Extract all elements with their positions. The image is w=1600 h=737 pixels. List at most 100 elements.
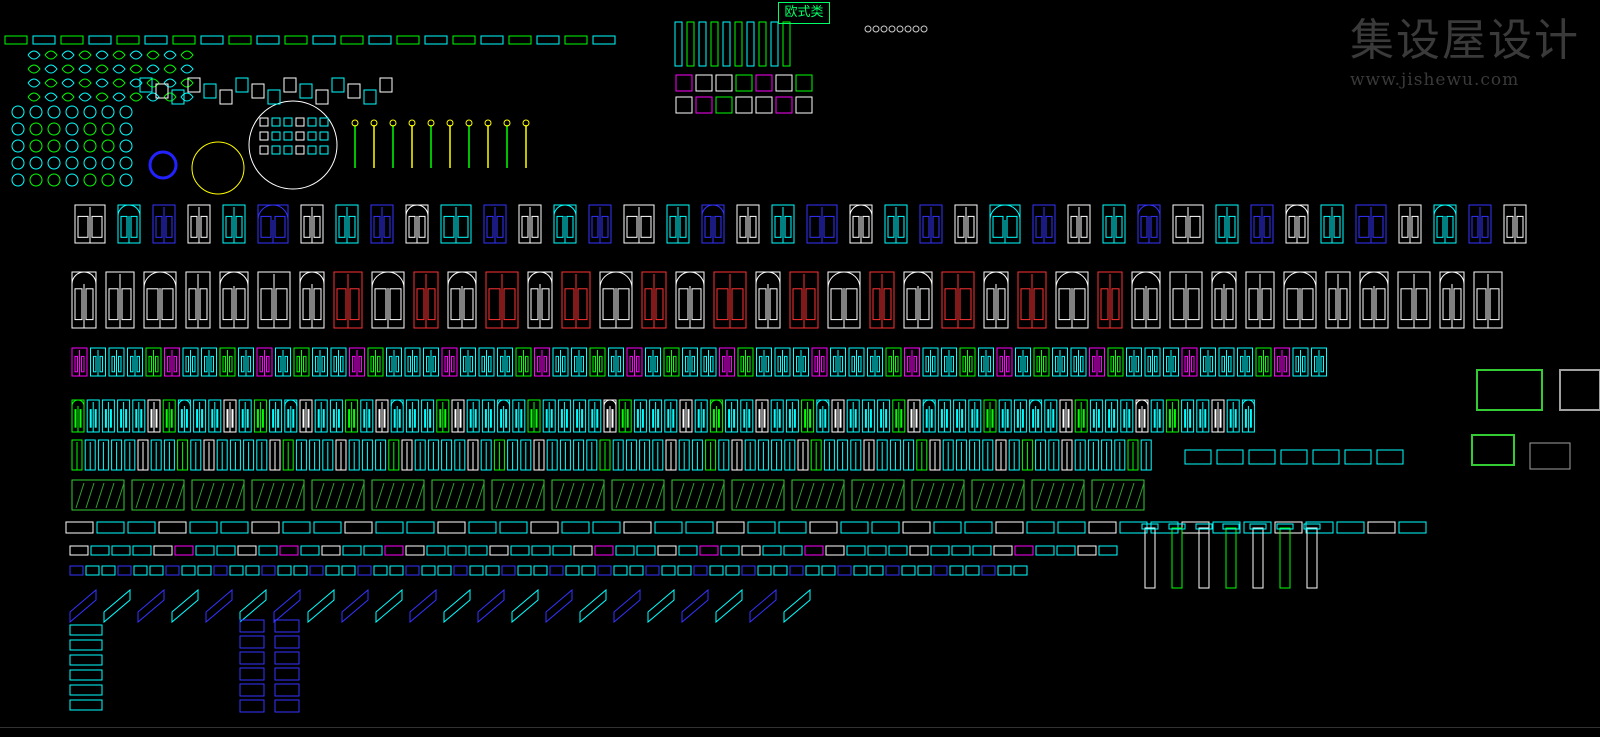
glass-hatch (455, 482, 465, 509)
entrance-door-panel-r (919, 288, 930, 321)
bead-ornament (872, 25, 880, 33)
glass-hatch (345, 482, 355, 509)
railing-segment (1274, 521, 1303, 534)
window-panel-l (77, 215, 89, 238)
door-panel-panel-l (1108, 409, 1111, 428)
door-panel-panel-l (74, 409, 77, 428)
glass-hatch (565, 482, 575, 509)
glass-hatch (275, 482, 285, 509)
baluster-block (277, 565, 292, 576)
baluster-block (773, 565, 788, 576)
door-panel-panel-r (1173, 409, 1176, 428)
door-panel-panel-l (484, 409, 487, 428)
door-panel-panel-l (895, 409, 898, 428)
ceiling-strip (1280, 449, 1308, 465)
double-door-panel-l (296, 355, 300, 373)
double-door-panel-r (118, 355, 122, 373)
window-panel-l (739, 215, 747, 238)
entrance-door-panel-r (349, 288, 360, 321)
double-door-panel-r (1265, 355, 1269, 373)
double-door-panel-l (796, 355, 800, 373)
medallion-detail (319, 145, 329, 155)
baluster-block (117, 565, 132, 576)
small-block (363, 89, 377, 105)
double-door-panel-l (1277, 355, 1281, 373)
window-panel-r (1372, 215, 1384, 238)
double-door-panel-r (1302, 355, 1306, 373)
column-capital (1141, 523, 1159, 530)
medallion-detail (259, 131, 269, 141)
door-panel-arch (603, 399, 617, 407)
door-panel-panel-l (1123, 409, 1126, 428)
double-door-panel-l (629, 355, 633, 373)
door-panel-panel-l (226, 409, 229, 428)
double-door-panel-r (784, 355, 788, 373)
railing-rows (65, 521, 1427, 576)
baluster-block (709, 565, 724, 576)
baluster-block (149, 565, 164, 576)
double-door-panel-l (555, 355, 559, 373)
stair-railing (715, 588, 743, 624)
window-panel-r (566, 215, 574, 238)
double-door-panel-l (999, 355, 1003, 373)
stair-railing-group (69, 588, 811, 713)
baluster-block (453, 565, 468, 576)
double-door-panel-l (962, 355, 966, 373)
double-door-panel-l (93, 355, 97, 373)
double-door-panel-r (636, 355, 640, 373)
carved-motif (27, 50, 41, 60)
railing-segment (592, 521, 621, 534)
door-panel-row-2 (71, 439, 1152, 471)
glass-hatch (625, 482, 635, 509)
glass-door-row (71, 479, 1145, 511)
carved-motif (27, 64, 41, 74)
door-panel-panel-l (728, 409, 731, 428)
door-panel-panel-r (717, 409, 720, 428)
medallion-detail (259, 117, 269, 127)
fireplace-block (755, 96, 773, 114)
double-door-panel-l (1314, 355, 1318, 373)
carved-motif (78, 64, 92, 74)
glass-hatch (975, 482, 985, 509)
small-block (267, 89, 281, 105)
door-panel-panel-r (353, 409, 356, 428)
baluster-block (533, 565, 548, 576)
small-block (315, 89, 329, 105)
baluster-block (805, 565, 820, 576)
door-panel-panel-r (1158, 409, 1161, 428)
glass-hatch (615, 482, 625, 509)
window-panel-l (120, 215, 128, 238)
door-panel-panel-l (1062, 409, 1065, 428)
arched-door-row (71, 271, 1503, 329)
lamp-head (370, 119, 378, 127)
glass-hatch (595, 482, 605, 509)
double-door-panel-r (987, 355, 991, 373)
door-panel-panel-r (550, 409, 553, 428)
double-door-panel-r (81, 355, 85, 373)
stair-railing (579, 588, 607, 624)
small-block (299, 83, 313, 99)
carved-motif (129, 78, 143, 88)
glass-hatch (165, 482, 175, 509)
pilaster (746, 21, 755, 67)
double-door-panel-l (500, 355, 504, 373)
rosette (29, 105, 43, 119)
door-panel-panel-l (1001, 409, 1004, 428)
block-category-label[interactable]: 欧式类 (778, 2, 830, 24)
glass-hatch (1075, 482, 1085, 509)
medallion-detail (259, 145, 269, 155)
rosette (83, 139, 97, 153)
door-panel-panel-r (687, 409, 690, 428)
door-panel-panel-r (945, 409, 948, 428)
glass-hatch (405, 482, 415, 509)
glass-hatch (555, 482, 565, 509)
double-door-panel-r (488, 355, 492, 373)
window-arch (989, 204, 1021, 221)
entrance-door-panel-r (1261, 288, 1272, 321)
column-shaft (1306, 527, 1318, 589)
door-panel-panel-l (1092, 409, 1095, 428)
glass-hatch (375, 482, 385, 509)
entrance-door-panel-l (830, 288, 843, 321)
double-door-panel-l (389, 355, 393, 373)
